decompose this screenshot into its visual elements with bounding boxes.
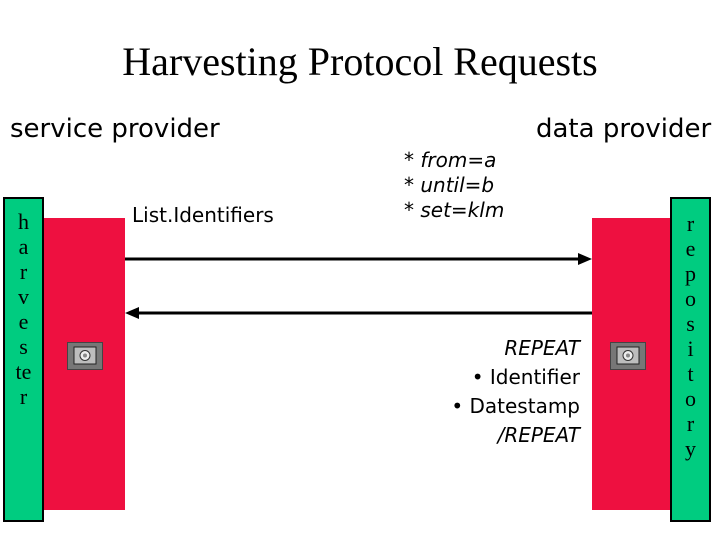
harvester-letter: s [19, 334, 28, 359]
repository-letter: o [685, 386, 696, 411]
request-param: * from=a [404, 148, 497, 172]
harvester-letter: r [19, 384, 28, 409]
repository-letter: e [685, 236, 696, 261]
response-item: • Datestamp [451, 394, 580, 418]
repository-letter: r [686, 211, 695, 236]
repository-bar: r e p o s i t o r y [670, 197, 711, 522]
repository-letter: r [686, 411, 695, 436]
harvester-letter: r [19, 259, 28, 284]
response-text: REPEAT • Identifier • Datestamp /REPEAT [400, 334, 580, 450]
request-label: List.Identifiers [132, 203, 274, 227]
repeat-close: /REPEAT [497, 423, 580, 447]
response-item: • Identifier [471, 365, 580, 389]
computer-icon [67, 342, 103, 370]
repeat-open: REPEAT [504, 336, 580, 360]
response-arrowhead [125, 307, 139, 319]
harvester-bar: h a r v e s te r [3, 197, 44, 522]
request-params: * from=a * until=b * set=klm [404, 148, 504, 223]
repository-letter: p [685, 261, 696, 286]
data-provider-label: data provider [536, 114, 712, 144]
harvester-letter: v [18, 284, 29, 309]
harvester-label: h a r v e s te r [5, 199, 42, 409]
request-param: * until=b [404, 173, 495, 197]
harvester-letter: te [15, 359, 32, 384]
repository-letter: y [685, 436, 696, 461]
repository-letter: i [687, 336, 694, 361]
request-arrowhead [578, 253, 592, 265]
repository-label: r e p o s i t o r y [672, 199, 709, 461]
harvester-letter: a [18, 234, 29, 259]
repository-letter: s [686, 311, 695, 336]
computer-icon [610, 342, 646, 370]
repository-letter: o [685, 286, 696, 311]
request-param: * set=klm [404, 198, 505, 222]
service-provider-label: service provider [10, 114, 220, 144]
harvester-letter: h [18, 209, 29, 234]
repository-letter: t [687, 361, 694, 386]
harvester-letter: e [18, 309, 29, 334]
diagram-title: Harvesting Protocol Requests [122, 39, 598, 84]
